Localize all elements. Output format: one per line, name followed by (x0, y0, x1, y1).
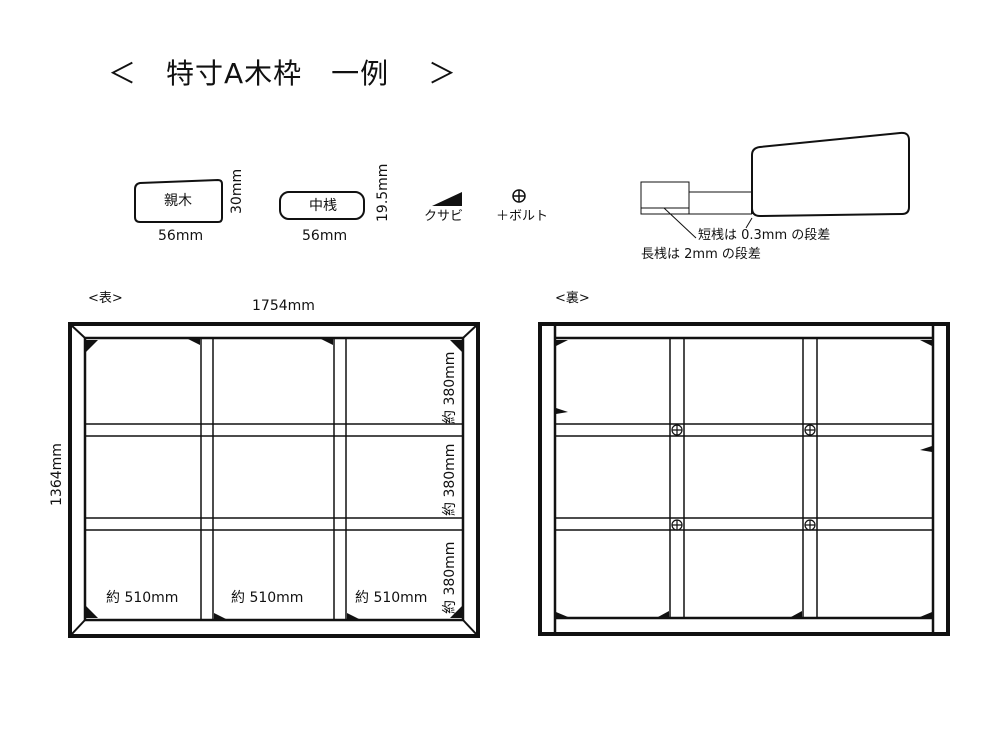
step-detail-diagram (640, 131, 910, 239)
front-kusabi-set (86, 339, 462, 619)
oyagi-section-icon (134, 178, 223, 223)
page-title: 特寸A木枠 一例 (166, 57, 390, 90)
nakasan-height-dim: 19.5mm (375, 163, 391, 222)
back-label: <裏> (555, 291, 590, 306)
short-bar-step-note: 短桟は 0.3mm の段差 (698, 228, 831, 243)
back-kusabi-set (556, 340, 932, 617)
nakasan-section-icon (279, 191, 365, 220)
row-dim-2: 約 380mm (442, 443, 458, 516)
back-bolt-set (671, 424, 816, 531)
nakasan-width-dim: 56mm (302, 228, 348, 244)
row-dim-1: 約 380mm (442, 351, 458, 424)
long-bar-step-note: 長桟は 2mm の段差 (641, 247, 761, 262)
front-frame (68, 322, 480, 638)
front-width-dim: 1754mm (252, 298, 315, 314)
bolt-label: ＋ボルト (496, 209, 549, 224)
kusabi-icon (432, 192, 462, 206)
oyagi-label: 親木 (164, 193, 192, 209)
nakasan-label: 中桟 (309, 198, 337, 214)
col-dim-3: 約 510mm (355, 590, 428, 606)
title-open-bracket: ＜ (108, 57, 138, 90)
back-frame (538, 322, 950, 636)
oyagi-height-dim: 30mm (229, 168, 245, 214)
kusabi-label: クサビ (424, 209, 464, 224)
row-dim-3: 約 380mm (442, 541, 458, 614)
front-label: <表> (88, 291, 123, 306)
front-height-dim: 1364mm (49, 443, 65, 506)
col-dim-2: 約 510mm (231, 590, 304, 606)
title-close-bracket: ＞ (428, 57, 458, 90)
oyagi-width-dim: 56mm (158, 228, 204, 244)
col-dim-1: 約 510mm (106, 590, 179, 606)
